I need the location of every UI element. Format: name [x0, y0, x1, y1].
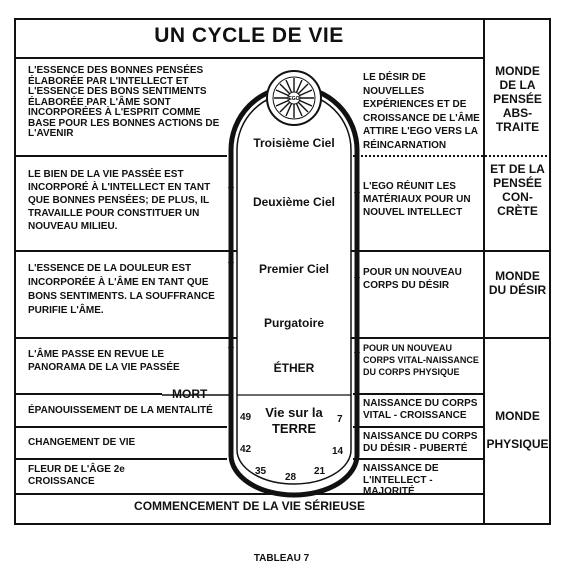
- row-divider: [14, 426, 227, 428]
- right-text-reincarnation: LE DÉSIR DE NOUVELLES EXPÉRIENCES ET DE …: [363, 72, 480, 151]
- age-28: 28: [285, 472, 297, 483]
- left-text-life-change: CHANGEMENT DE VIE: [28, 437, 136, 448]
- footer-serious-life: COMMENCEMENT DE LA VIE SÉRIEUSE: [134, 499, 365, 513]
- label-earth: Vie sur la TERRE: [265, 405, 323, 436]
- left-text-concrete: LE BIEN DE LA VIE PASSÉE EST INCORPORÉ À…: [28, 169, 211, 232]
- row-divider: [353, 458, 483, 460]
- left-text-review: L'ÂME PASSE EN REVUE LE PANORAMA DE LA V…: [28, 349, 180, 373]
- age-14: 14: [332, 446, 344, 457]
- world-physical: MONDE PHYSIQUE: [486, 409, 549, 451]
- age-42: 42: [240, 444, 252, 455]
- right-text-new-intellect: L'EGO RÉUNIT LES MATÉRIAUX POUR UN NOUVE…: [363, 181, 471, 218]
- diagram-title: UN CYCLE DE VIE: [154, 24, 344, 47]
- left-text-mentality: ÉPANOUISSEMENT DE LA MENTALITÉ: [28, 405, 213, 416]
- left-text-abstract: L'ESSENCE DES BONNES PENSÉES ÉLABORÉE PA…: [28, 65, 220, 139]
- right-text-puberty: NAISSANCE DU CORPS DU DÉSIR - PUBERTÉ: [363, 431, 478, 454]
- right-top-divider: [353, 393, 483, 395]
- title-divider: [14, 57, 483, 59]
- world-concrete-thought: ET DE LA PENSÉE CON- CRÈTE: [490, 162, 545, 218]
- left-text-desire: L'ESSENCE DE LA DOULEUR EST INCORPORÉE À…: [28, 263, 215, 316]
- right-text-vital-growth: NAISSANCE DU CORPS VITAL - CROISSANCE: [363, 398, 478, 421]
- footer-divider: [14, 493, 483, 495]
- ego-emblem-icon: EGO: [266, 70, 322, 126]
- loop-outer-path: [228, 84, 360, 498]
- row-divider: [14, 458, 227, 460]
- age-21: 21: [314, 466, 326, 477]
- diagram-frame: [14, 18, 551, 525]
- right-text-vital-body: POUR UN NOUVEAU CORPS VITAL-NAISSANCE DU…: [363, 343, 479, 377]
- age-35: 35: [255, 466, 267, 477]
- table-caption: TABLEAU 7: [253, 553, 310, 564]
- age-49: 49: [240, 412, 252, 423]
- row-divider: [14, 155, 227, 157]
- world-desire: MONDE DU DÉSIR: [488, 269, 547, 297]
- label-purgatory: Purgatoire: [263, 316, 324, 330]
- left-text-prime: FLEUR DE L'ÂGE 2e CROISSANCE: [28, 464, 125, 487]
- world-abstract-thought: MONDE DE LA PENSÉE ABS- TRAITE: [493, 64, 542, 134]
- world-column-divider: [483, 18, 485, 525]
- right-text-majority: NAISSANCE DE L'INTELLECT - MAJORITÉ: [363, 463, 439, 497]
- descent-arrows: [354, 192, 360, 360]
- label-second-heaven: Deuxième Ciel: [252, 195, 336, 209]
- ego-emblem-label: EGO: [288, 96, 299, 102]
- ascent-arrows: [228, 180, 234, 348]
- label-death: MORT: [172, 387, 208, 401]
- label-third-heaven: Troisième Ciel: [253, 136, 335, 150]
- row-divider: [14, 393, 162, 395]
- age-7: 7: [337, 414, 343, 425]
- row-divider: [353, 426, 483, 428]
- label-ether: ÉTHER: [273, 361, 315, 375]
- label-first-heaven: Premier Ciel: [258, 262, 330, 276]
- right-text-desire-body: POUR UN NOUVEAU CORPS DU DÉSIR: [363, 267, 462, 291]
- loop-inner-path: [236, 92, 352, 485]
- abstract-concrete-divider: [353, 155, 551, 157]
